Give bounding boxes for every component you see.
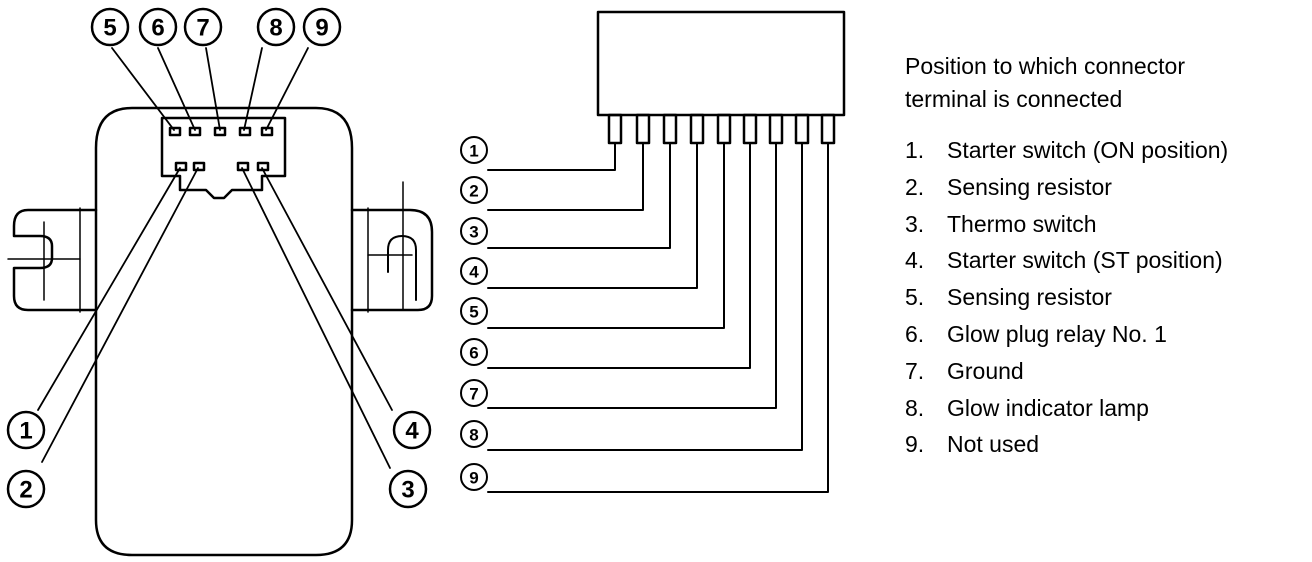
- legend-item-number: 2.: [905, 173, 925, 200]
- legend-item: 5. Sensing resistor: [905, 279, 1305, 316]
- legend-item-label: Sensing resistor: [947, 173, 1112, 200]
- legend-item-label: Starter switch (ST position): [947, 247, 1223, 274]
- unit-connector-housing: [160, 116, 287, 200]
- legend-item-number: 8.: [905, 394, 925, 421]
- connector-callout-9: 9: [469, 469, 478, 488]
- unit-callout-9: 9: [315, 15, 328, 42]
- unit-callout-3: 3: [401, 477, 414, 504]
- unit-callout-5: 5: [103, 15, 116, 42]
- left-bracket: [12, 208, 98, 312]
- legend-item-label: Sensing resistor: [947, 284, 1112, 311]
- legend-item-number: 3.: [905, 210, 925, 237]
- connector-callout-1: 1: [469, 142, 478, 161]
- connector-callout-5: 5: [469, 303, 478, 322]
- legend-item-number: 4.: [905, 247, 925, 274]
- legend-title: Position to which connector terminal is …: [905, 50, 1305, 116]
- legend-item-label: Ground: [947, 357, 1024, 384]
- legend-item-label: Starter switch (ON position): [947, 137, 1229, 163]
- connector-callout-4: 4: [469, 263, 479, 282]
- terminal-legend: Position to which connector terminal is …: [905, 50, 1305, 463]
- legend-item: 4. Starter switch (ST position): [905, 242, 1305, 279]
- legend-item-label: Not used: [947, 431, 1040, 458]
- legend-list: 1. Starter switch (ON position) 2. Sensing…: [905, 132, 1305, 463]
- legend-item-number: 7.: [905, 357, 925, 384]
- unit-callout-1: 1: [19, 418, 32, 445]
- legend-item: 8. Glow indicator lamp: [905, 390, 1305, 427]
- legend-item: 9. Not used: [905, 426, 1305, 463]
- legend-item-number: 6.: [905, 320, 925, 347]
- legend-item: 2. Sensing resistor: [905, 169, 1305, 206]
- legend-item: 7. Ground: [905, 353, 1305, 390]
- legend-title-line-1: Position to which connector: [905, 53, 1185, 79]
- legend-item-number: 5.: [905, 284, 925, 311]
- legend-item: 1. Starter switch (ON position): [905, 132, 1305, 169]
- connector-callout-2: 2: [469, 182, 478, 201]
- legend-item-label: Glow indicator lamp: [947, 394, 1149, 421]
- connector-callout-3: 3: [469, 223, 478, 242]
- legend-item-label: Glow plug relay No. 1: [947, 320, 1167, 347]
- legend-title-line-2: terminal is connected: [905, 86, 1123, 112]
- connector-callout-8: 8: [469, 426, 478, 445]
- right-bracket: [350, 208, 434, 312]
- legend-item-number: 1.: [905, 137, 925, 163]
- unit-callout-7: 7: [196, 15, 209, 42]
- unit-callout-2: 2: [19, 477, 32, 504]
- unit-callout-8: 8: [269, 15, 282, 42]
- connector-callout-6: 6: [469, 344, 478, 363]
- connector-body: [596, 10, 846, 117]
- legend-item: 6. Glow plug relay No. 1: [905, 316, 1305, 353]
- connector-callout-7: 7: [469, 385, 478, 404]
- legend-item-number: 9.: [905, 431, 925, 458]
- unit-body: [94, 106, 354, 557]
- unit-callout-6: 6: [151, 15, 164, 42]
- legend-item-label: Thermo switch: [947, 210, 1097, 237]
- legend-item: 3. Thermo switch: [905, 206, 1305, 243]
- unit-callout-4: 4: [405, 418, 419, 445]
